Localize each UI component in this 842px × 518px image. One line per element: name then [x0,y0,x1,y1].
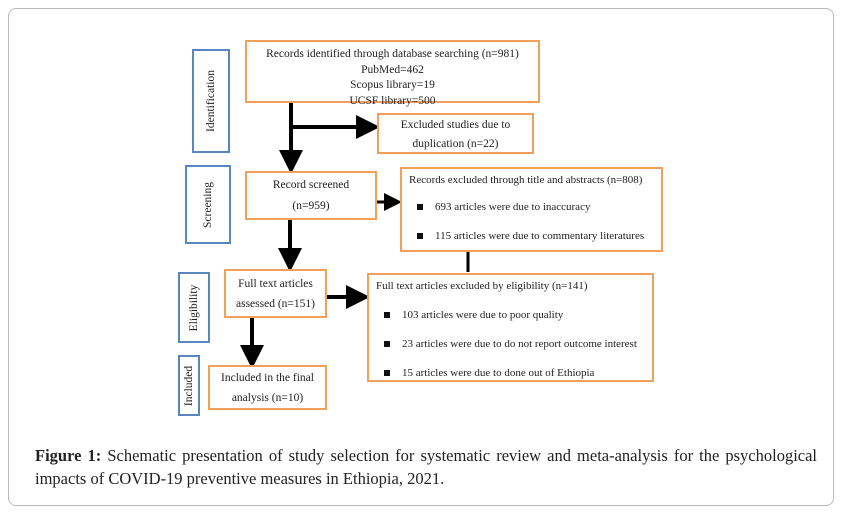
stage-eligibility: Eligibility [178,272,210,343]
list-item-text: 103 articles were due to poor quality [402,308,564,321]
included-final-box: Included in the final analysis (n=10) [208,365,327,410]
fulltext-line2: assessed (n=151) [236,298,315,310]
list-item-text: 23 articles were due to do not report ou… [402,337,637,350]
stage-label: Identification [205,70,217,132]
figure-frame [8,8,834,506]
bullet-icon [384,341,390,348]
list-item: 115 articles were due to commentary lite… [409,229,661,244]
included-line1: Included in the final [221,372,314,384]
bullet-icon [417,233,423,240]
identified-title: Records identified through database sear… [266,48,519,60]
included-line2: analysis (n=10) [231,392,304,404]
excluded-title-heading: Records excluded through title and abstr… [409,174,643,186]
stage-label: Screening [202,181,214,228]
duplicates-line1: Excluded studies due to [400,119,511,131]
list-item-text: 15 articles were due to done out of Ethi… [402,366,595,379]
list-item-text: 115 articles were due to commentary lite… [435,229,645,242]
duplicates-box: Excluded studies due to duplication (n=2… [377,113,534,154]
identified-ucsf: UCSF library=500 [349,94,436,107]
list-item: 103 articles were due to poor quality [376,308,652,323]
excluded-eligibility-box: Full text articles excluded by eligibili… [367,273,654,382]
identified-scopus: Scopus library=19 [350,79,435,92]
bullet-icon [384,312,390,319]
list-item: 15 articles were due to done out of Ethi… [376,366,652,381]
caption-label: Figure 1: [35,446,102,465]
identified-pubmed: PubMed=462 [361,63,424,76]
stage-included: Included [178,355,200,416]
stage-label: Eligibility [188,284,200,331]
list-item: 693 articles were due to inaccuracy [409,200,661,215]
fulltext-line1: Full text articles [238,278,313,290]
caption-text: Schematic presentation of study selectio… [35,446,818,488]
bullet-icon [384,369,390,376]
excluded-title-box: Records excluded through title and abstr… [400,167,663,252]
record-screened-box: Record screened (n=959) [245,171,377,220]
fulltext-assessed-box: Full text articles assessed (n=151) [224,269,327,318]
bullet-icon [417,204,423,211]
figure-caption: Figure 1: Schematic presentation of stud… [35,444,817,490]
screened-line2: (n=959) [292,200,330,212]
records-identified-box: Records identified through database sear… [245,40,540,107]
excluded-eligibility-heading: Full text articles excluded by eligibili… [376,280,588,292]
screened-line1: Record screened [272,179,350,191]
duplicates-line2: duplication (n=22) [412,138,499,150]
stage-screening: Screening [185,165,231,244]
list-item: 23 articles were due to do not report ou… [376,337,652,352]
stage-label: Included [183,365,195,406]
stage-identification: Identification [192,49,230,153]
list-item-text: 693 articles were due to inaccuracy [435,200,591,213]
